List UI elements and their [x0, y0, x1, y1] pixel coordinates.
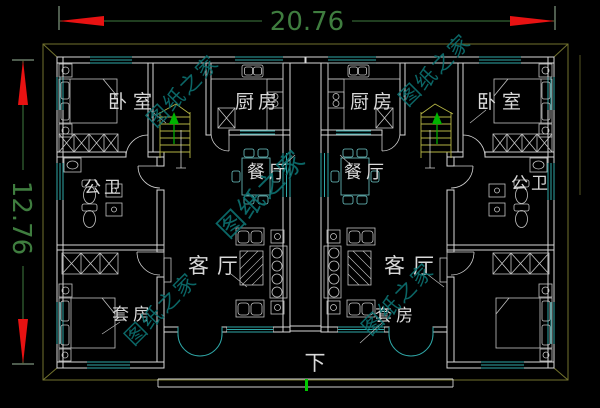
room-label-suite-left: 套房 — [112, 305, 154, 325]
room-label-dining-right: 餐厅 — [344, 162, 388, 183]
room-label-suite-right: 套房 — [375, 306, 417, 326]
watermark-text: 图纸之家 — [212, 144, 312, 244]
dim-arrow-right — [510, 16, 555, 26]
porch-steps — [157, 378, 454, 391]
center-point-marker — [305, 379, 308, 391]
room-label-living-left: 客厅 — [188, 254, 246, 278]
room-label-down-step: 下 — [305, 351, 326, 375]
room-label-bath-right: 公卫 — [511, 174, 551, 194]
room-label-living-right: 客厅 — [384, 254, 442, 278]
label-leaders — [101, 109, 487, 344]
dim-arrow-top — [18, 60, 28, 105]
watermarks: 图纸之家图纸之家图纸之家图纸之家图纸之家 — [120, 29, 476, 350]
room-label-bedroom-right: 卧室 — [477, 91, 527, 113]
room-label-kitchen-left: 厨房 — [235, 91, 281, 113]
dim-arrow-left — [59, 16, 104, 26]
room-label-bedroom-left: 卧室 — [108, 91, 158, 113]
height-dimension-text: 12.76 — [6, 181, 36, 255]
dim-arrow-bottom — [18, 319, 28, 364]
room-label-dining-left: 餐厅 — [247, 162, 291, 183]
top-dimension: 20.76 — [58, 6, 556, 37]
left-dimension: 12.76 — [6, 59, 36, 365]
room-label-kitchen-right: 厨房 — [350, 91, 396, 113]
watermark-text: 图纸之家 — [394, 29, 476, 111]
room-label-bath-left: 公卫 — [84, 178, 124, 198]
width-dimension-text: 20.76 — [270, 7, 344, 37]
